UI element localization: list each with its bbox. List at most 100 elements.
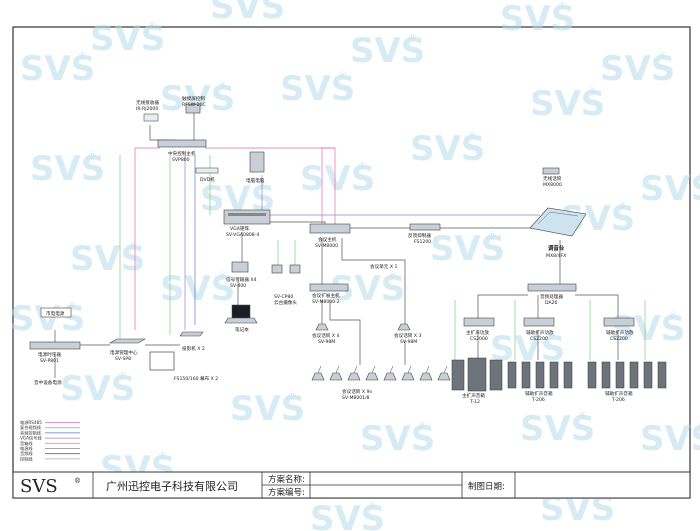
- main-speaker-icon: [489, 359, 503, 391]
- extension-host-device: 会议扩展主机 SV-M8000-2: [309, 283, 349, 305]
- watermark-text: SVS: [10, 299, 85, 339]
- computer-label: 电脑电脑: [246, 177, 265, 184]
- legend-item-label: 控制线: [20, 455, 33, 462]
- watermark-reg: ®: [698, 171, 700, 181]
- main-speaker-model: T-12: [469, 399, 480, 405]
- aux-speaker-icon: [521, 361, 531, 389]
- mixer-device: 调音台 MX8/4FX: [529, 207, 587, 259]
- watermark-text: SVS: [520, 409, 595, 449]
- conf-units-1-label: 会议单元 X 1: [370, 263, 397, 270]
- feedback-suppressor-device: 反馈抑制器 FS1200: [408, 223, 441, 245]
- watermark-reg: ®: [368, 501, 377, 511]
- mixer-model: MX8/4FX: [546, 253, 566, 259]
- aux-amp1-label: 辅助扩声功放: [526, 329, 554, 336]
- aux-amp2-device: 辅助扩声功放 CS2200: [603, 317, 635, 342]
- watermark-text: SVS: [280, 69, 355, 109]
- central-controller-device: 中央控制主机 SVP800: [157, 139, 207, 163]
- mic-gooseneck-icon: [425, 365, 430, 374]
- legend-item-label: VGA信号线: [20, 435, 42, 442]
- aux-speaker-icon: [535, 361, 545, 389]
- delegate-unit-icon: [347, 372, 361, 381]
- watermark-reg: ®: [578, 411, 587, 421]
- wireless-mic-model: MX8000: [543, 182, 562, 188]
- watermark-reg: ®: [468, 131, 477, 141]
- legend-item-label: 音箱线: [20, 440, 33, 447]
- signal-box-model: SV-400: [230, 283, 246, 289]
- legend-item-label: 电源RS485: [20, 419, 42, 426]
- chair-unit-label: 会议话筒 X 4: [312, 332, 339, 339]
- audio-processor-label: 音频处理器: [540, 293, 563, 300]
- watermark-reg: ®: [158, 451, 167, 461]
- aux-speaker-icon: [587, 361, 597, 389]
- watermark-reg: ®: [668, 311, 677, 321]
- legend-item-label: 复合视频线: [20, 424, 42, 431]
- delegate-unit-icon: [419, 372, 433, 381]
- aux-speaker-icon: [507, 361, 517, 389]
- watermark-text: SVS: [230, 389, 305, 429]
- watermark-text: SVS: [530, 84, 605, 124]
- watermark-text: SVS: [600, 49, 675, 89]
- watermark-reg: ®: [288, 391, 297, 401]
- projector-label: 投影机 X 2: [182, 345, 205, 352]
- audio-processor-device: 音频处理器 DA26: [527, 283, 577, 306]
- mic-gooseneck-icon: [443, 365, 448, 374]
- vga-matrix-model: SV-VGA0808-4: [226, 232, 259, 238]
- touch-panel-model: RFSW-20C: [182, 102, 206, 108]
- signal-box-device: 信号传输器 X4 SV-400: [226, 261, 257, 289]
- watermark-reg: ®: [258, 181, 267, 191]
- watermark-text: SVS: [310, 499, 385, 531]
- aux-speaker-icon: [549, 361, 559, 389]
- watermark-reg: ®: [548, 331, 557, 341]
- screen-device: FS150/160 幕布 X 2: [149, 351, 218, 382]
- wireless-receiver-label: 无线接收器: [136, 99, 159, 106]
- watermark-reg: ®: [658, 51, 667, 61]
- main-amp-label: 主扩声功放: [466, 329, 489, 336]
- watermark-reg: ®: [558, 1, 567, 11]
- watermark-text: SVS: [360, 419, 435, 459]
- watermark-reg: ®: [618, 201, 627, 211]
- watermark-reg: ®: [408, 33, 417, 43]
- feedback-suppressor-model: FS1200: [414, 239, 431, 245]
- mains-power-tag: 市电电源: [46, 310, 65, 317]
- wireless-receiver-device: 无线接收器 IR-RJ2000: [136, 99, 159, 122]
- watermark-reg: ®: [218, 271, 227, 281]
- aux-speaker-icon: [657, 361, 667, 389]
- laptop-device: 笔记本: [224, 304, 258, 333]
- main-amp-model: CS2000: [470, 336, 488, 342]
- signal-box-label: 信号传输器 X4: [226, 276, 257, 283]
- central-controller-model: SVP800: [172, 157, 190, 163]
- extension-host-label: 会议扩展主机: [312, 292, 340, 299]
- mixer-label: 调音台: [548, 244, 565, 252]
- extension-host-model: SV-M8000-2: [312, 299, 340, 305]
- ptz-camera-model: 云台摄像头: [274, 299, 297, 306]
- aux-speaker-icon: [563, 361, 573, 389]
- logo-registered-mark: ®: [74, 477, 81, 485]
- sequencer-device: 市电电源 电源时序器 SV-P801 音中设备电源: [29, 307, 81, 386]
- watermark-reg: ®: [338, 71, 347, 81]
- aux-amp1-model: CS2200: [530, 336, 548, 342]
- audio-processor-model: DA26: [545, 300, 558, 306]
- delegate-unit-device: 会议话筒 X 3 SV-98M: [394, 323, 421, 345]
- main-speaker-label: 主扩声音箱: [462, 392, 485, 399]
- watermark-reg: ®: [88, 151, 97, 161]
- ptz-camera-label: SV-CP80: [274, 294, 293, 300]
- aux-speaker-icon: [629, 361, 639, 389]
- title-block: SVS ® 广州迅控电子科技有限公司 方案名称: 方案编号: 制图日期:: [12, 471, 691, 499]
- mic-gooseneck-icon: [389, 365, 394, 374]
- computer-device: 电脑电脑: [246, 151, 265, 184]
- wireless-mic-device: 无线话筒 MX8000: [542, 167, 562, 188]
- touch-panel-label: 触摸屏控制: [182, 95, 205, 102]
- wireless-mic-label: 无线话筒: [543, 175, 562, 182]
- ptz-camera-device: SV-CP80 云台摄像头: [271, 264, 301, 306]
- company-logo: SVS: [20, 476, 58, 497]
- aux-speaker2-label: 辅助扩声音箱: [605, 390, 633, 397]
- aux-amp1-device: 辅助扩声功放 CS2200: [523, 317, 555, 342]
- watermark-text: SVS: [500, 0, 575, 39]
- power-center-label: 电源管理中心: [110, 349, 138, 356]
- watermark-text: SVS: [60, 369, 135, 409]
- aux-speaker-icon: [601, 361, 611, 389]
- projector-device: 投影机 X 2: [179, 331, 205, 352]
- legend-item-label: 音频线: [20, 450, 33, 457]
- sequencer-label: 电源时序器: [38, 351, 61, 358]
